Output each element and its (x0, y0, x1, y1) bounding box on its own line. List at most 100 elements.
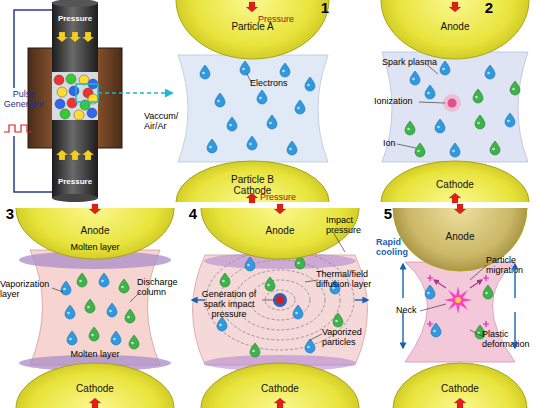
leader-line (52, 288, 63, 292)
powder-ball (60, 109, 70, 119)
electron (111, 331, 121, 345)
pressure-wave (250, 280, 310, 320)
cathode-electrode: Particle BCathode (175, 160, 330, 202)
electron (293, 305, 303, 319)
upper-punch (52, 2, 98, 72)
electron (245, 257, 255, 271)
powder-ball (66, 74, 76, 84)
ion (220, 273, 230, 287)
pressure-arrow (69, 32, 81, 42)
ion (333, 313, 343, 327)
callout-number: 5 (381, 206, 395, 223)
powder-ball (87, 108, 97, 118)
ion (85, 299, 95, 313)
electron (305, 339, 315, 353)
pulse-waveform (4, 125, 32, 132)
leader-line (470, 330, 482, 336)
impact-arrow (192, 299, 205, 300)
cathode-electrode: Cathode (392, 362, 528, 408)
powder-ball (57, 87, 67, 97)
electrode-dome (176, 161, 329, 202)
electron (217, 317, 227, 331)
electron (99, 273, 109, 287)
annotation-label: Ionization (374, 97, 424, 107)
annotation-label: Molten layer (60, 350, 130, 360)
electron (440, 61, 450, 75)
ion (490, 141, 500, 155)
electron (215, 93, 225, 107)
electrode-label: Cathode (261, 383, 299, 395)
pressure-arrow (82, 150, 94, 160)
power-wire (14, 136, 52, 192)
annotation-label: Vaporized particles (322, 328, 376, 348)
electron (61, 281, 71, 295)
electrode-dome (201, 363, 359, 408)
electron (425, 285, 435, 299)
annotation-label: Electrons (250, 79, 300, 89)
spark-core (455, 297, 461, 303)
annotation-label: Particle migration (486, 256, 544, 276)
electrode-dome (16, 363, 174, 408)
zoom-box (76, 84, 98, 102)
anode-electrode: Particle A (175, 0, 330, 60)
electron (200, 65, 210, 79)
annotation-label: Pressure (258, 15, 308, 25)
powder-ball (54, 75, 64, 85)
annotation-label: Pulse Generator (0, 90, 48, 110)
callout-number: 4 (186, 206, 200, 223)
lower-punch-base (52, 194, 98, 202)
ion (129, 335, 139, 349)
electrode-dome (381, 161, 529, 202)
pressure-wave (265, 290, 295, 310)
ion (125, 309, 135, 323)
electron (247, 136, 257, 150)
ionization-glow (443, 94, 461, 112)
pressure-arrows (56, 2, 466, 408)
electron (295, 100, 305, 114)
ionization-point (448, 99, 457, 108)
impact-arrow (355, 299, 368, 300)
electron (287, 141, 297, 155)
pressure-arrow (56, 32, 68, 42)
pressure-arrow (82, 32, 94, 42)
cathode-electrode: Cathode (200, 362, 360, 408)
powder-cavity (52, 72, 98, 120)
annotation-label: Vaporization layer (0, 280, 56, 300)
powder-particles (54, 74, 98, 120)
electron (257, 90, 267, 104)
anode-electrode: Anode (380, 0, 530, 60)
annotation-label: Pressure (260, 193, 310, 203)
annotation-label: Ion (383, 139, 403, 149)
pressure-arrow (69, 150, 81, 160)
annotation-label: Pressure (53, 178, 97, 187)
powder-ball (74, 110, 84, 120)
impact-center-ring (273, 293, 287, 307)
migration-marks (427, 275, 489, 327)
electron (67, 331, 77, 345)
spark-plasma-region (382, 52, 528, 162)
ion (405, 121, 415, 135)
callout-number: 2 (482, 0, 496, 17)
ion (510, 81, 520, 95)
electron (65, 305, 75, 319)
annotation-label: Discharge column (137, 278, 185, 298)
annotation-label: Rapid cooling (376, 238, 420, 258)
electrode-label: Anode (446, 231, 475, 243)
anode-electrode: Anode (15, 208, 175, 260)
electron (240, 61, 250, 75)
ion (89, 327, 99, 341)
ion (473, 89, 483, 103)
powder-ball (88, 94, 98, 104)
electrode-dome (381, 0, 529, 59)
impact-center (276, 296, 284, 304)
cathode-electrode: Cathode (380, 160, 530, 202)
annotation-label: Neck (396, 306, 426, 316)
annotation-label: Pressure (53, 15, 97, 24)
annotation-label: Impact pressure (326, 216, 378, 236)
powder-ball (67, 98, 77, 108)
ion (415, 143, 425, 157)
electron (485, 65, 495, 79)
